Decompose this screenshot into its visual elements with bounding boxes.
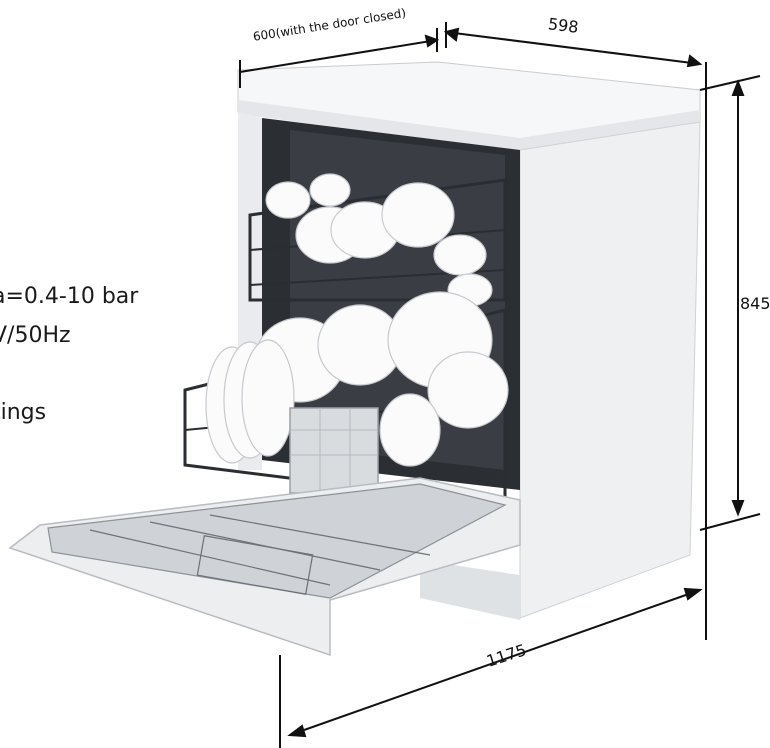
worktop-front (238, 100, 700, 152)
door-inner (47, 483, 507, 599)
cutlery-basket (289, 407, 379, 494)
lower-plates (205, 291, 509, 467)
side-panel (519, 121, 701, 619)
dimension-lines (239, 22, 761, 748)
plinth (420, 560, 520, 620)
dimension-598-label: 598 (546, 14, 580, 37)
spec-water-pressure: a=0.4-10 bar (0, 284, 139, 309)
door-rack (89, 514, 431, 595)
dimension-845-label: 845 (740, 294, 770, 313)
spec-voltage: V/50Hz (0, 323, 71, 348)
spec-place-settings: tings (0, 400, 47, 425)
upper-plates (265, 173, 493, 307)
